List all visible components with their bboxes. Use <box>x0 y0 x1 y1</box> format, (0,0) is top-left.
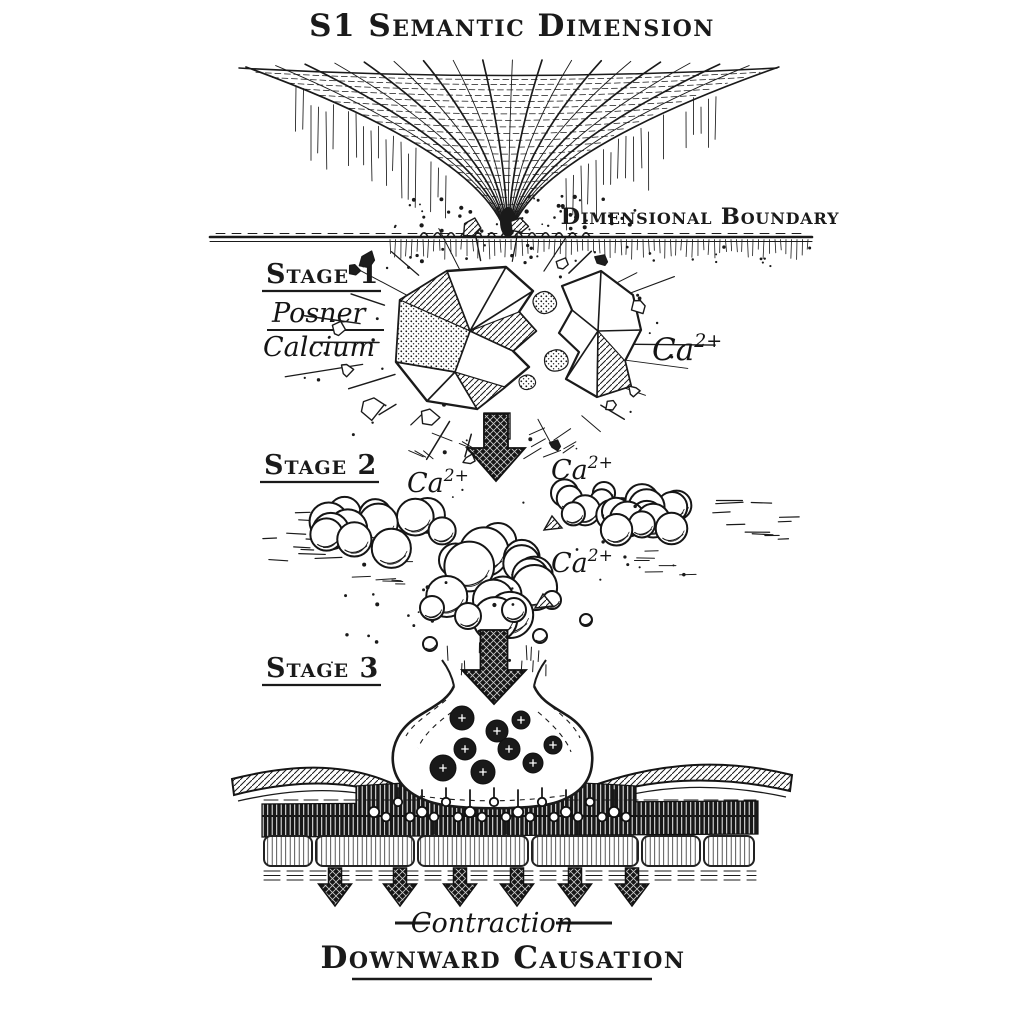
fragment-triangle <box>533 592 555 609</box>
contraction-label: Contraction <box>411 908 573 939</box>
crumb-blob <box>532 290 558 315</box>
ca-ion-superscript: 2+ <box>443 466 469 486</box>
contraction-arrows-row <box>317 867 650 908</box>
dimensional-boundary-label: Dimensional Boundary <box>561 204 840 230</box>
ca-ion-label-stage2-left: Ca2+ <box>407 466 469 499</box>
receptor-pins-illustration <box>367 787 632 835</box>
ca-ion-base: Ca <box>652 332 694 368</box>
calcium-cluster-groups-illustration <box>262 427 800 677</box>
diagram-title: S1 Semantic Dimension <box>309 8 715 44</box>
muscle-segment <box>703 835 755 867</box>
downward-arrow-stage2-to-stage3 <box>459 629 529 706</box>
muscle-segment <box>531 835 639 867</box>
cluster-fragment-triangles <box>533 514 564 609</box>
posner-cluster-explosion-illustration <box>394 265 643 440</box>
ca-ion-base: Ca <box>551 548 588 579</box>
ca-ion-label-stage1: Ca2+ <box>652 330 722 368</box>
ca-ion-base: Ca <box>407 468 444 499</box>
posner-facet-edges <box>565 270 642 398</box>
fragment-triangle <box>542 514 564 531</box>
downward-arrow-stage1-to-stage2 <box>465 413 527 483</box>
muscle-segment <box>263 835 313 867</box>
muscle-segment <box>641 835 701 867</box>
ca-ion-superscript: 2+ <box>693 330 722 352</box>
muscle-segment <box>417 835 529 867</box>
ca-ion-superscript: 2+ <box>587 453 613 473</box>
calcium-label: Calcium <box>263 332 375 363</box>
downward-causation-caption: Downward Causation <box>320 940 685 976</box>
synaptic-vesicles-illustration <box>429 705 563 785</box>
ca-ion-label-stage2-center: Ca2+ <box>551 546 613 579</box>
dimensional-boundary-line <box>208 231 814 269</box>
stage-2-label: Stage 2 <box>264 450 377 481</box>
ca-ion-superscript: 2+ <box>587 546 613 566</box>
neuromuscular-junction-illustration <box>230 659 794 881</box>
crumb-blob <box>518 374 537 391</box>
crumb-blob <box>543 349 569 372</box>
muscle-segment <box>315 835 415 867</box>
bouton-neck-lines <box>441 659 547 687</box>
bouton-outline <box>391 685 594 810</box>
semantic-dimension-funnel-illustration <box>238 59 780 237</box>
stage-3-label: Stage 3 <box>266 653 379 684</box>
posner-facet-edges <box>395 266 534 410</box>
posner-label: Posner <box>271 298 368 329</box>
